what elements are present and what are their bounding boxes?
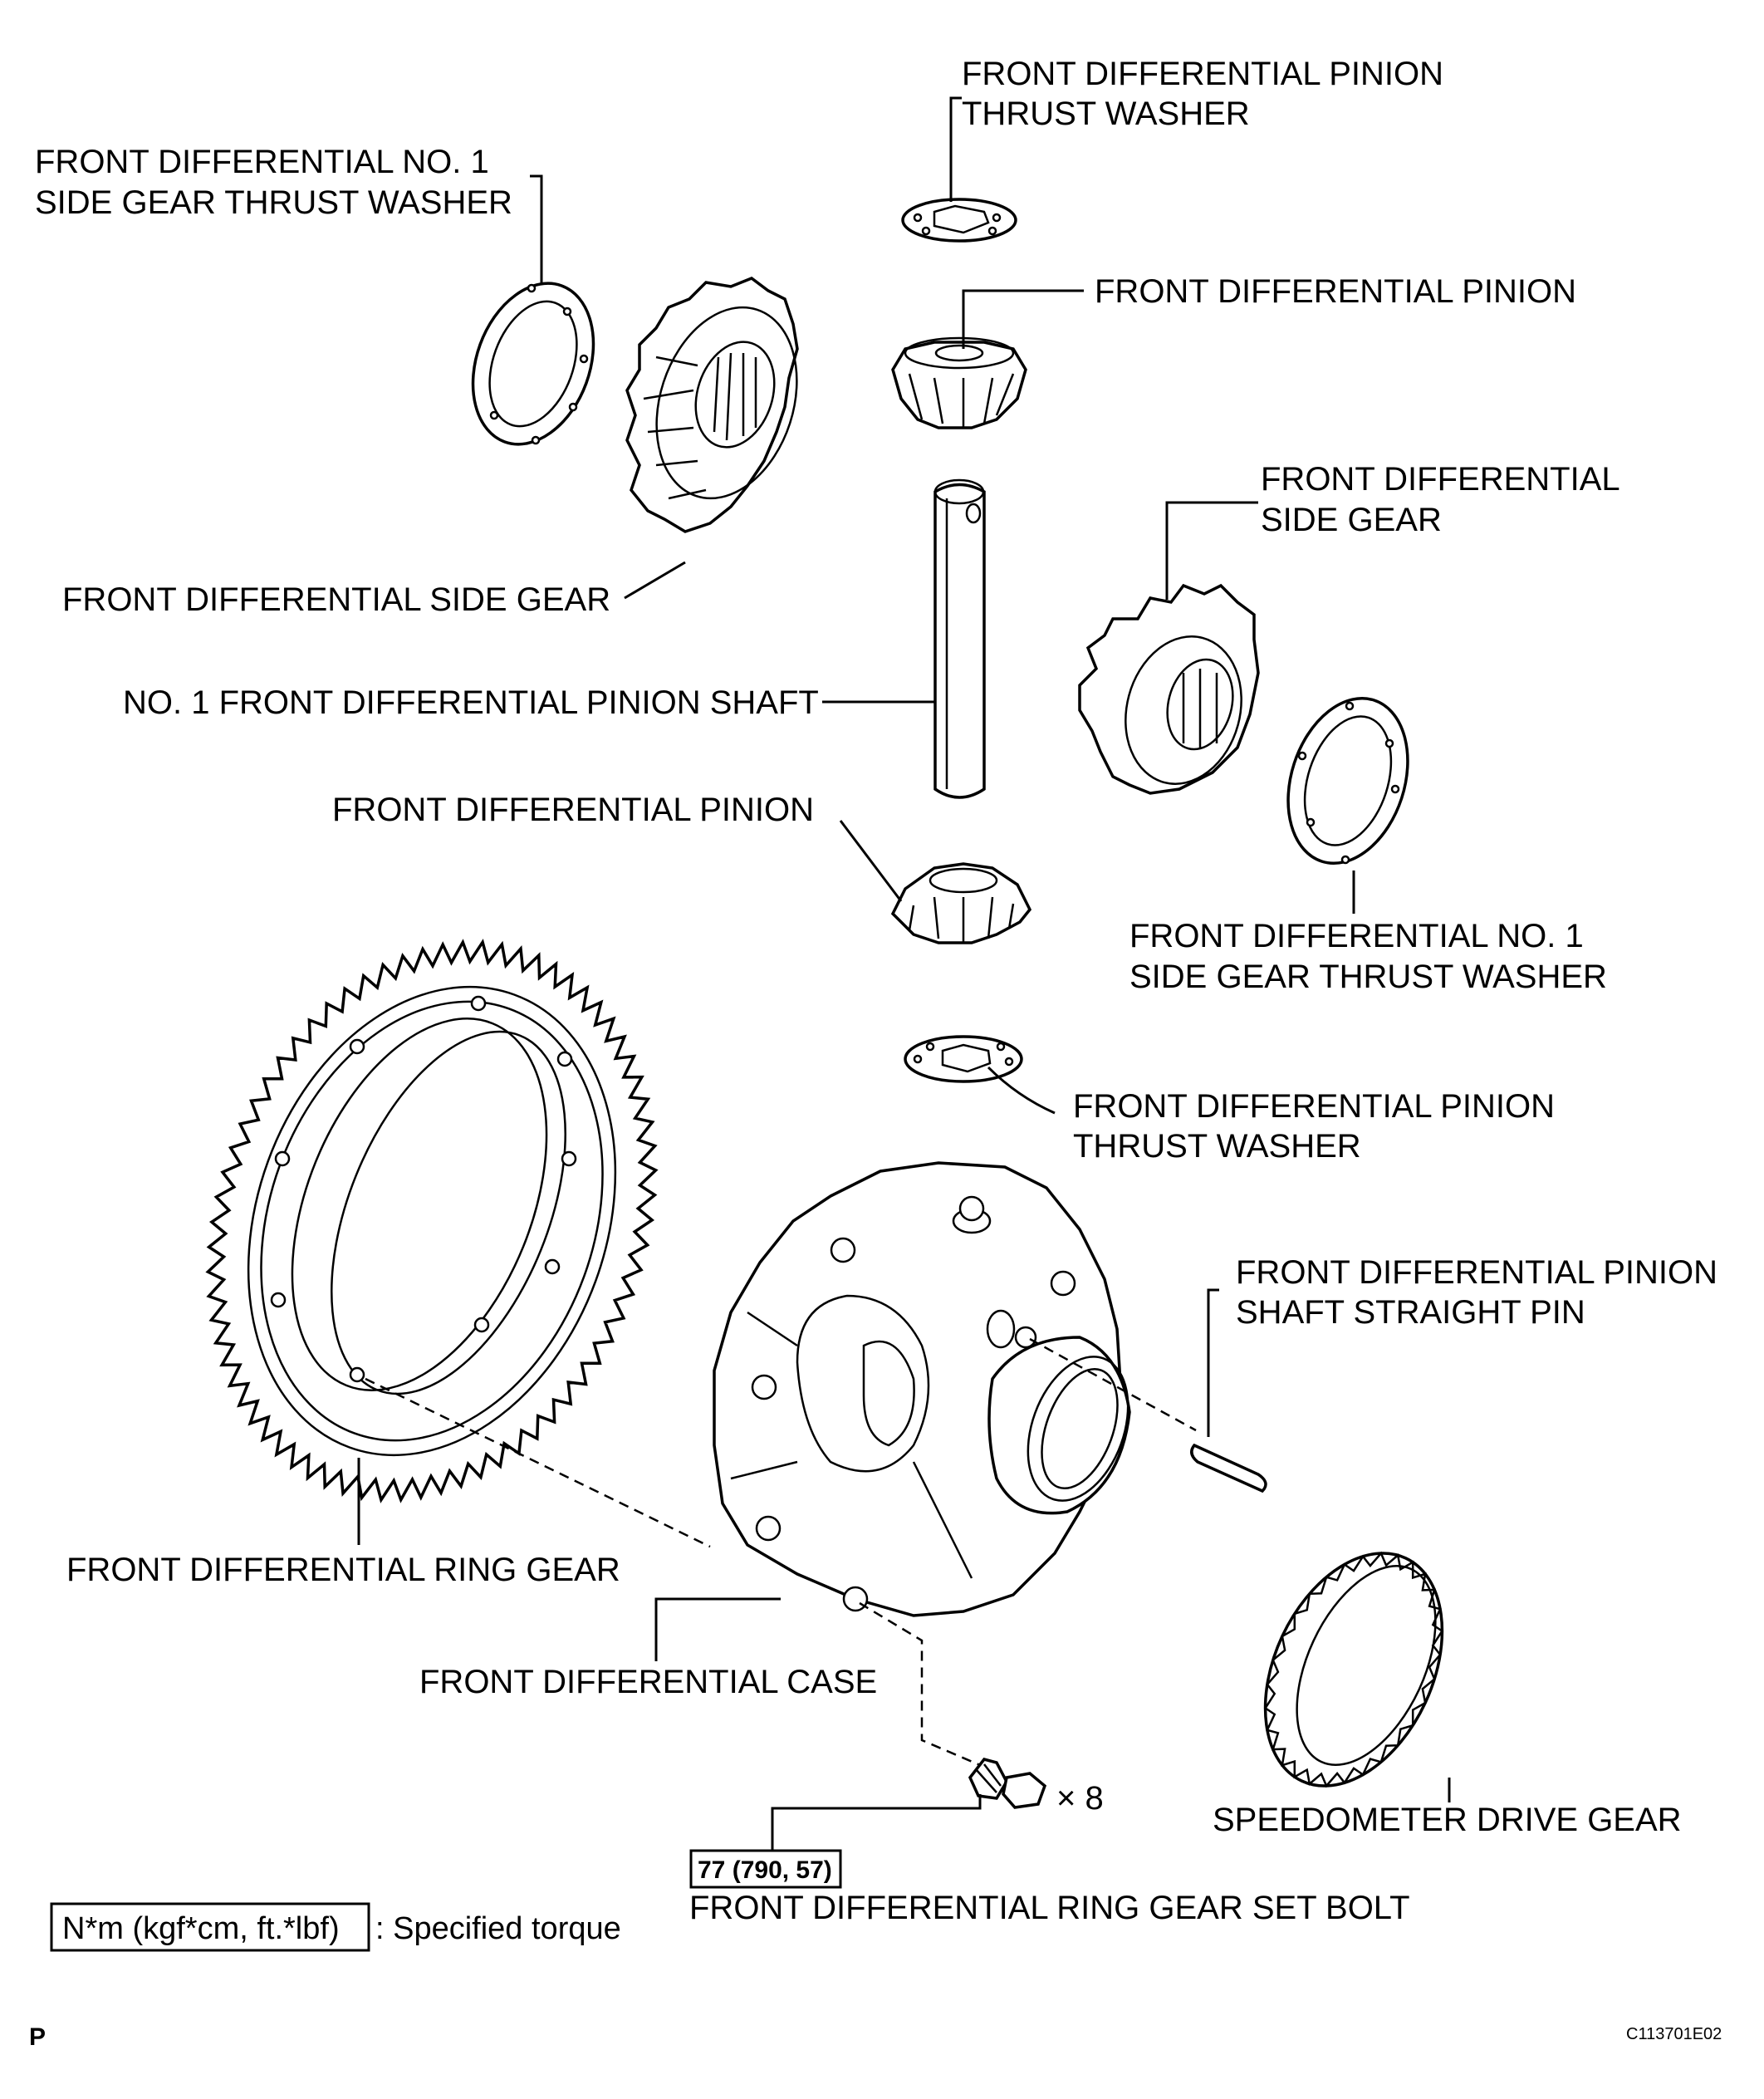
torque-legend: N*m (kgf*cm, ft.*lbf) : Specified torque: [50, 1902, 621, 1952]
label-pinion-top: FRONT DIFFERENTIAL PINION: [1095, 273, 1576, 310]
label-straight-pin: FRONT DIFFERENTIAL PINION SHAFT STRAIGHT…: [1236, 1254, 1727, 1331]
side-gear-thrust-washer-right: [1286, 696, 1409, 866]
label-pinion-shaft: NO. 1 FRONT DIFFERENTIAL PINION SHAFT: [123, 684, 819, 721]
assembly-dashed-lines: [365, 1337, 1197, 1767]
label-pinion-thrust-washer-lower: FRONT DIFFERENTIAL PINION THRUST WASHER: [1073, 1088, 1564, 1165]
label-ring-gear: FRONT DIFFERENTIAL RING GEAR: [66, 1552, 620, 1588]
label-pinion-lower: FRONT DIFFERENTIAL PINION: [332, 792, 814, 828]
label-bolt-quantity: × 8: [1056, 1780, 1104, 1817]
torque-legend-desc: : Specified torque: [375, 1911, 621, 1946]
label-speedometer-gear: SPEEDOMETER DRIVE GEAR: [1213, 1802, 1682, 1838]
label-side-gear-thrust-washer-left: FRONT DIFFERENTIAL NO. 1 SIDE GEAR THRUS…: [35, 144, 512, 221]
pinion-thrust-washer-top: [901, 198, 1017, 243]
torque-callout: 77 (790, 57): [689, 1849, 842, 1889]
label-differential-case: FRONT DIFFERENTIAL CASE: [419, 1664, 877, 1700]
label-side-gear-left: FRONT DIFFERENTIAL SIDE GEAR: [62, 581, 610, 618]
ring-gear-set-bolt: [968, 1758, 1047, 1809]
figure-code: C113701E02: [1626, 2025, 1722, 2043]
pinion-thrust-washer-lower: [904, 1035, 1023, 1083]
torque-legend-unit: N*m (kgf*cm, ft.*lbf): [62, 1911, 340, 1946]
label-pinion-thrust-washer-top: FRONT DIFFERENTIAL PINION THRUST WASHER: [962, 56, 1453, 132]
label-side-gear-right: FRONT DIFFERENTIAL SIDE GEAR: [1261, 461, 1628, 538]
label-set-bolt: FRONT DIFFERENTIAL RING GEAR SET BOLT: [689, 1890, 1410, 1926]
differential-case: [713, 1161, 1131, 1617]
straight-pin: [1190, 1443, 1267, 1493]
side-gear-left: [625, 277, 799, 533]
page-marker: P: [29, 2023, 46, 2051]
torque-value: 77 (790, 57): [698, 1856, 832, 1884]
ring-gear: [205, 939, 659, 1503]
pinion-shaft: [933, 478, 986, 799]
pinion-lower: [890, 862, 1032, 944]
pinion-top: [891, 336, 1027, 429]
side-gear-thrust-washer-left: [471, 282, 595, 446]
leader-lines: [357, 96, 1451, 1851]
side-gear-right: [1078, 583, 1260, 795]
speedometer-drive-gear: [1263, 1551, 1444, 1788]
label-side-gear-thrust-washer-right: FRONT DIFFERENTIAL NO. 1 SIDE GEAR THRUS…: [1129, 918, 1607, 995]
